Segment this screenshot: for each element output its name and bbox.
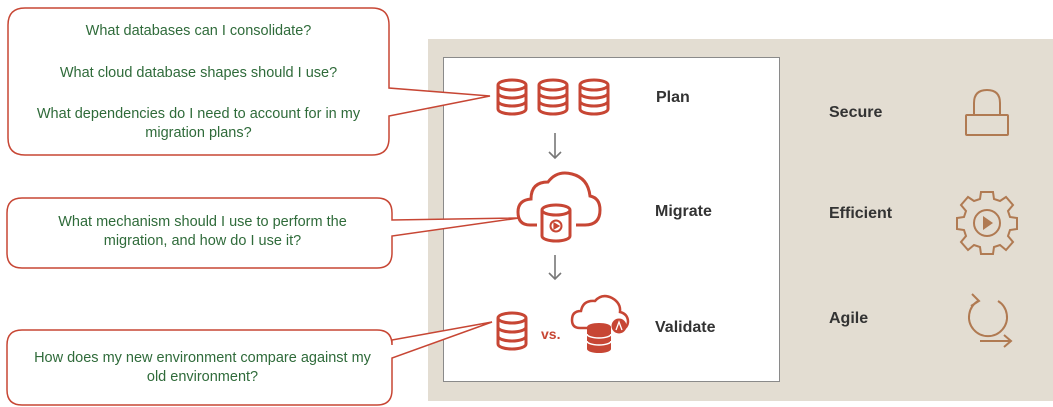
- secure-label: Secure: [829, 104, 883, 121]
- gear-with-play-icon: [956, 191, 1018, 255]
- cloud-with-database-gear-icon: [516, 171, 602, 243]
- cloud-database-icon: [570, 294, 630, 353]
- migrate-label: Migrate: [655, 203, 712, 220]
- migrate-question: What mechanism should I use to perform t…: [58, 214, 347, 249]
- efficient-label: Efficient: [829, 205, 893, 222]
- agile-label: Agile: [829, 310, 869, 327]
- versus-label: vs.: [541, 326, 561, 342]
- database-cylinder-icon: [496, 311, 528, 351]
- validate-question-bubble: [6, 321, 493, 406]
- plan-question-1: What databases can I consolidate?: [85, 23, 312, 39]
- three-database-cylinders-icon: [496, 78, 610, 116]
- plan-question-3: What dependencies do I need to account f…: [36, 106, 361, 141]
- validate-label: Validate: [655, 319, 716, 336]
- plan-label: Plan: [656, 89, 690, 106]
- padlock-icon: [965, 88, 1009, 136]
- down-arrow-icon: [548, 133, 562, 160]
- validate-question: How does my new environment compare agai…: [34, 350, 371, 385]
- plan-question-2: What cloud database shapes should I use?: [59, 65, 338, 81]
- circular-arrow-icon: [968, 293, 1013, 348]
- down-arrow-icon: [548, 255, 562, 281]
- plan-question-bubble: [7, 7, 491, 156]
- migrate-question-bubble: [6, 197, 520, 269]
